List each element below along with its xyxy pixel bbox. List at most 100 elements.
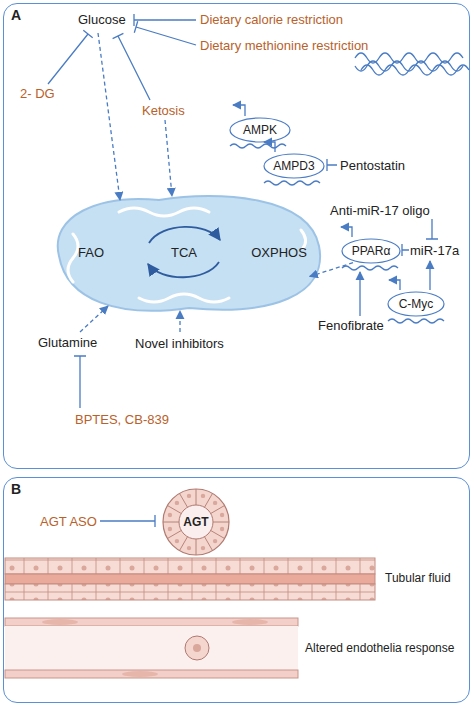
intervention-label: BPTES, CB-839 xyxy=(75,412,169,428)
node-text: AGT xyxy=(183,515,208,529)
inhibition-line xyxy=(327,159,337,171)
endothelial-cell xyxy=(42,619,78,625)
panel-frame: B AGT xyxy=(3,477,470,703)
intervention-label: Dietary methionine restriction xyxy=(200,38,368,54)
tubular-fluid-band xyxy=(5,574,375,584)
intervention-label: AGT ASO xyxy=(40,514,97,530)
node-text: OXPHOS xyxy=(251,245,307,261)
intervention-label: 2- DG xyxy=(20,86,55,102)
cell-border xyxy=(211,506,225,514)
node-text: FAO xyxy=(78,245,104,261)
cell-border xyxy=(167,531,181,539)
structure-label: Tubular fluid xyxy=(385,571,451,585)
structure-label: Altered endothelia response xyxy=(305,641,454,655)
cell-border xyxy=(213,522,229,523)
cell-nucleus xyxy=(213,539,217,543)
cell-border xyxy=(167,506,181,514)
inhibition-line xyxy=(113,33,150,100)
cell-border xyxy=(180,537,188,551)
transcription-arrow xyxy=(389,280,400,290)
cell-border xyxy=(196,539,197,555)
cell-nucleus xyxy=(193,644,201,652)
cell-border xyxy=(205,493,213,507)
endothelial-layer xyxy=(5,618,298,626)
tubule-cell-row xyxy=(5,584,375,600)
endothelial-layer xyxy=(5,670,298,678)
cell-nucleus xyxy=(168,527,172,531)
cell-nucleus xyxy=(201,494,205,498)
transcription-arrow xyxy=(233,105,245,116)
node-text: AMPD3 xyxy=(273,159,314,173)
gene-ellipse: C-Myc xyxy=(387,291,445,317)
cell-nucleus xyxy=(220,527,224,531)
ellipse-outline xyxy=(342,239,400,263)
vessel-lumen xyxy=(5,626,298,670)
ellipse-outline xyxy=(388,292,444,316)
drug-label: Fenofibrate xyxy=(318,318,384,334)
dna-strand xyxy=(355,61,463,71)
mrna-wave xyxy=(230,144,286,148)
panel-frame: A AMPK AMPD3FAO TCA OXPHOS PPARαC-Myc xyxy=(3,3,470,469)
panel-letter: B xyxy=(11,481,21,498)
inhibition-line xyxy=(100,515,155,527)
endothelial-cell xyxy=(232,619,268,625)
inhibition-line xyxy=(134,21,196,45)
metabolite-label: Glutamine xyxy=(38,335,97,351)
mrna-wave xyxy=(388,319,444,323)
transcription-arrow xyxy=(341,227,352,237)
panel-letter: A xyxy=(11,7,21,24)
endothelial-cell xyxy=(122,671,158,677)
cell-nucleus xyxy=(213,501,217,505)
cell-nucleus xyxy=(220,513,224,517)
mitochondrion-outline xyxy=(58,196,320,311)
vessel-cell xyxy=(185,636,209,660)
ellipse-outline xyxy=(264,154,324,178)
drug-label: Pentostatin xyxy=(340,158,405,174)
cell-border xyxy=(163,522,179,523)
inhibition-line xyxy=(48,30,93,84)
dashed-arrow xyxy=(98,33,120,200)
cell-border xyxy=(211,531,225,539)
gene-ellipse: AMPK xyxy=(229,117,291,143)
node-text: AMPK xyxy=(243,123,277,137)
crista-fold xyxy=(119,208,209,216)
crista-fold xyxy=(68,234,78,282)
intervention-label: Ketosis xyxy=(142,103,185,119)
molecule-label: miR-17a xyxy=(410,243,459,259)
dna-strand xyxy=(361,65,469,75)
cell-nucleus xyxy=(187,546,191,550)
cell-border xyxy=(180,493,188,507)
node-text: TCA xyxy=(171,245,197,261)
tubule-cell-row xyxy=(5,558,375,574)
dashed-arrow xyxy=(179,311,180,332)
drug-label: Novel inhibitors xyxy=(135,336,224,352)
cell-nucleus xyxy=(175,539,179,543)
ellipse-outline xyxy=(230,118,290,142)
inhibition-line xyxy=(402,244,409,256)
gene-ellipse: AMPD3 xyxy=(263,153,325,179)
crista-fold xyxy=(139,294,229,302)
drug-label: Anti-miR-17 oligo xyxy=(330,203,430,219)
cell-nucleus xyxy=(175,501,179,505)
cell-nucleus xyxy=(201,546,205,550)
dna-strand xyxy=(355,53,463,63)
mrna-wave xyxy=(264,181,320,185)
inhibition-line xyxy=(74,356,86,408)
inhibition-line xyxy=(426,219,438,239)
node-text: C-Myc xyxy=(399,297,434,311)
node-text: PPARα xyxy=(352,244,391,258)
activation-arrow xyxy=(359,272,360,316)
dashed-connector xyxy=(310,263,353,277)
mrna-wave xyxy=(342,266,398,270)
cell-border xyxy=(205,537,213,551)
dashed-arrow xyxy=(80,306,108,332)
dashed-arrow xyxy=(165,120,172,196)
cell-nucleus xyxy=(168,513,172,517)
tubule-lumen xyxy=(179,505,213,539)
cell-nucleus xyxy=(187,494,191,498)
cell-border xyxy=(196,489,197,505)
gene-ellipse: PPARα xyxy=(341,238,401,264)
